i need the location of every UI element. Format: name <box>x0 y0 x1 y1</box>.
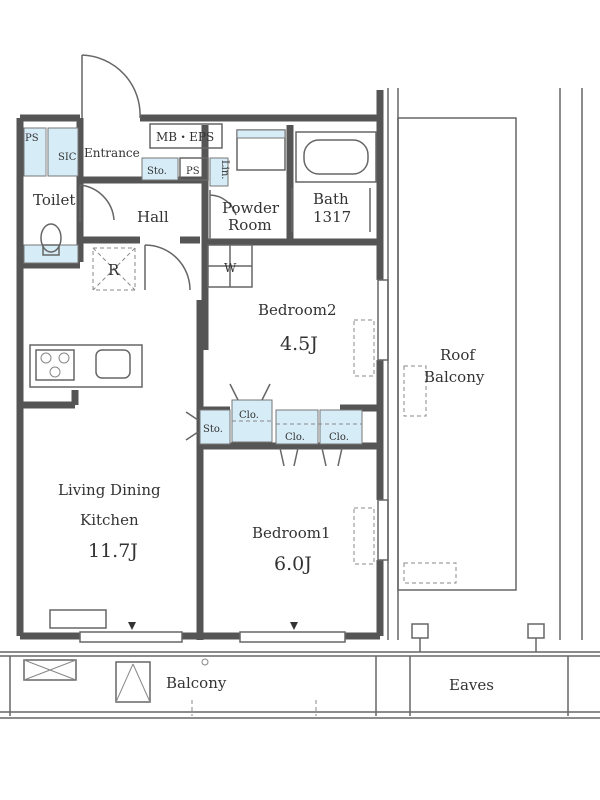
bedroom2-area: 4.5J <box>280 333 318 355</box>
powder-room-label-1: Powder <box>222 199 280 217</box>
ldk-area: 11.7J <box>88 540 138 562</box>
refrigerator-space <box>92 247 136 291</box>
hall-ps-label: PS <box>186 166 200 177</box>
toilet-fixture <box>23 184 115 264</box>
bathtub <box>291 131 377 232</box>
bath-label: Bath <box>313 190 349 208</box>
linen-label: Lin. <box>219 160 230 179</box>
ldk-label-1: Living Dining <box>58 481 161 499</box>
room-labels: PS SIC Entrance MB・EPS Sto. PS Lin. Toil… <box>25 130 494 694</box>
entrance-door <box>81 54 141 119</box>
exterior-lines <box>387 88 583 640</box>
entrance-label: Entrance <box>84 146 140 160</box>
hall-storage <box>141 157 229 187</box>
closets <box>185 383 363 467</box>
living-window <box>49 609 346 643</box>
ldk-door <box>144 244 191 291</box>
ps-label: PS <box>25 133 39 144</box>
refrigerator-label: R <box>108 261 120 279</box>
balcony-area <box>0 623 600 719</box>
hall-storage-label: Sto. <box>147 166 167 177</box>
eaves-label: Eaves <box>449 676 494 694</box>
mb-eps-label: MB・EPS <box>156 130 214 144</box>
sic-label: SIC <box>58 152 77 163</box>
sic-closet <box>23 127 79 177</box>
walls <box>16 90 384 640</box>
bath-size-label: 1317 <box>313 208 351 226</box>
bedroom1-label: Bedroom1 <box>252 524 331 542</box>
kitchen-counter <box>29 344 143 388</box>
washer-label: W <box>224 261 237 275</box>
bedroom2-label: Bedroom2 <box>258 301 337 319</box>
bedroom2-window <box>353 279 427 417</box>
balcony-label: Balcony <box>166 674 227 692</box>
roof-balcony-label-2: Balcony <box>424 368 485 386</box>
hall-label: Hall <box>137 208 169 226</box>
ldk-label-2: Kitchen <box>80 511 139 529</box>
powder-room-label-2: Room <box>228 216 272 234</box>
closet-label-3: Clo. <box>329 432 349 443</box>
roof-balcony-label-1: Roof <box>440 346 476 364</box>
mb-eps-box <box>149 123 223 149</box>
closet-label-2: Clo. <box>285 432 305 443</box>
toilet-label: Toilet <box>33 191 75 209</box>
powder-room-fixtures <box>209 129 286 240</box>
bedroom1-window <box>353 499 457 584</box>
washer-space <box>207 244 253 288</box>
storage-label-2: Sto. <box>203 424 223 435</box>
bedroom1-area: 6.0J <box>274 553 312 575</box>
closet-label-1: Clo. <box>239 410 259 421</box>
